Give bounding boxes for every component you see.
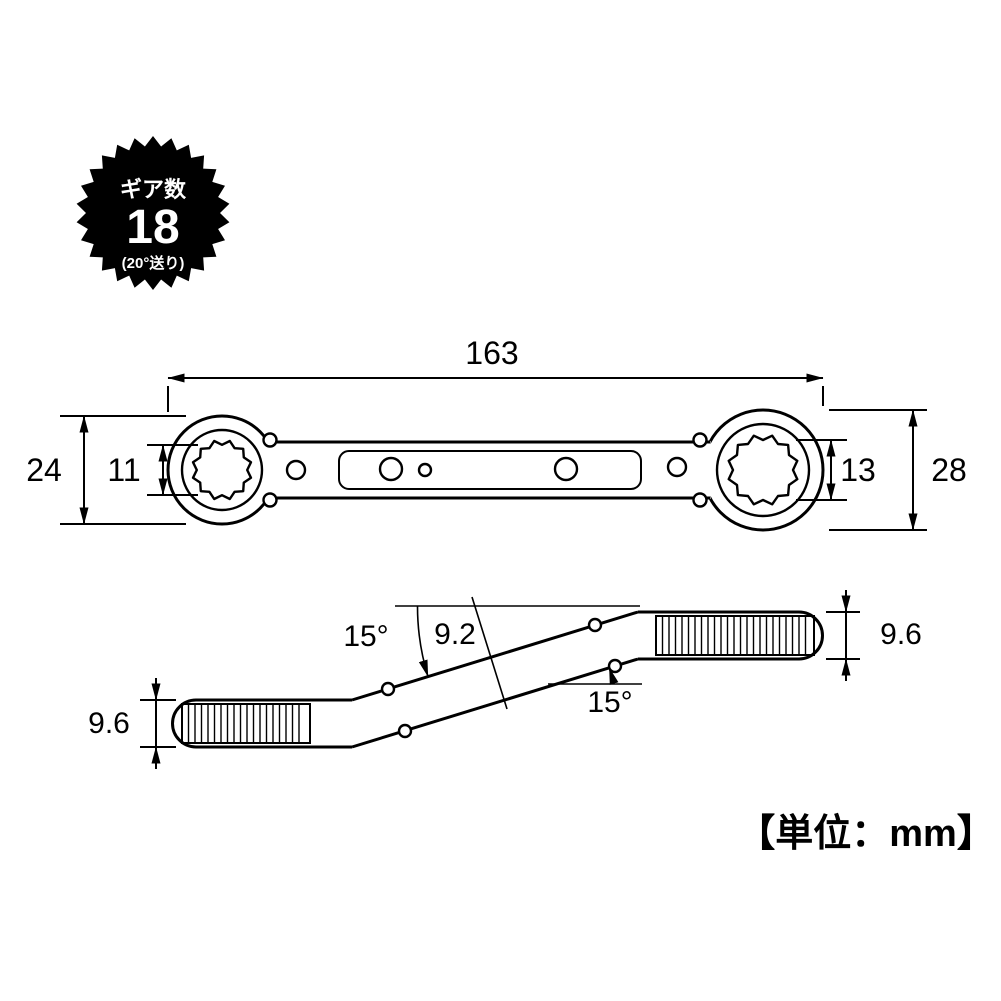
badge-title: ギア数 xyxy=(120,177,187,202)
starburst-shape xyxy=(76,136,230,290)
rivet-hole xyxy=(666,456,688,478)
handle-panel xyxy=(338,450,642,490)
rivet-hole xyxy=(285,459,307,481)
rivet-hole xyxy=(417,462,433,478)
side-view-dimensions: 15° 9.2 15° 9.6 9.6 xyxy=(88,590,922,769)
right-knurl-hatch xyxy=(661,616,807,655)
left-end-profile xyxy=(171,698,352,749)
rivet-hole xyxy=(378,456,404,482)
left-knurl-border xyxy=(181,703,311,744)
pawl-pin-side xyxy=(380,681,396,697)
pawl-pin xyxy=(692,492,708,508)
right-end-profile xyxy=(638,610,824,661)
pawl-pin xyxy=(692,432,708,448)
dim-top-angle: 15° xyxy=(343,620,388,653)
rivet-hole xyxy=(553,456,579,482)
dim-left-end-thickness: 9.6 xyxy=(88,707,130,740)
dim-right-end-width: 28 xyxy=(931,452,967,488)
gear-count-badge: ギア数 18 (20°送り) xyxy=(76,136,230,290)
angle-arc-bottom xyxy=(608,667,619,685)
badge-gear-count: 18 xyxy=(126,201,179,254)
shaft-body xyxy=(267,441,711,499)
left-ring-outer xyxy=(166,414,278,526)
dim-overall-length: 163 xyxy=(465,335,518,371)
pawl-pin-side xyxy=(587,617,603,633)
pawl-pin-side xyxy=(397,723,413,739)
badge-subtitle: (20°送り) xyxy=(122,254,185,272)
right-ring-inner xyxy=(715,422,811,518)
dim-right-socket-size: 13 xyxy=(840,452,876,488)
angle-arc-top xyxy=(416,605,429,678)
dim-right-end-thickness: 9.6 xyxy=(880,618,922,651)
dim-left-socket-size: 11 xyxy=(107,452,140,488)
dim-left-end-width: 24 xyxy=(26,452,62,488)
right-knurl-border xyxy=(655,615,815,656)
pawl-pin xyxy=(262,492,278,508)
left-socket-12pt xyxy=(191,439,253,501)
left-ring-inner xyxy=(180,428,264,512)
left-knurl-hatch xyxy=(187,704,300,743)
dim-shaft-thickness: 9.2 xyxy=(434,618,476,651)
unit-note: 【単位：mm】 xyxy=(737,813,995,855)
thickness-measure-line xyxy=(471,596,508,710)
right-socket-12pt xyxy=(727,434,799,506)
wrench-top-view xyxy=(166,408,825,532)
pawl-pin xyxy=(262,432,278,448)
wrench-side-view xyxy=(171,610,824,749)
top-view-dimensions: 163 24 11 13 28 xyxy=(26,335,967,531)
right-ring-outer xyxy=(701,408,825,532)
dim-bottom-angle: 15° xyxy=(587,686,632,719)
